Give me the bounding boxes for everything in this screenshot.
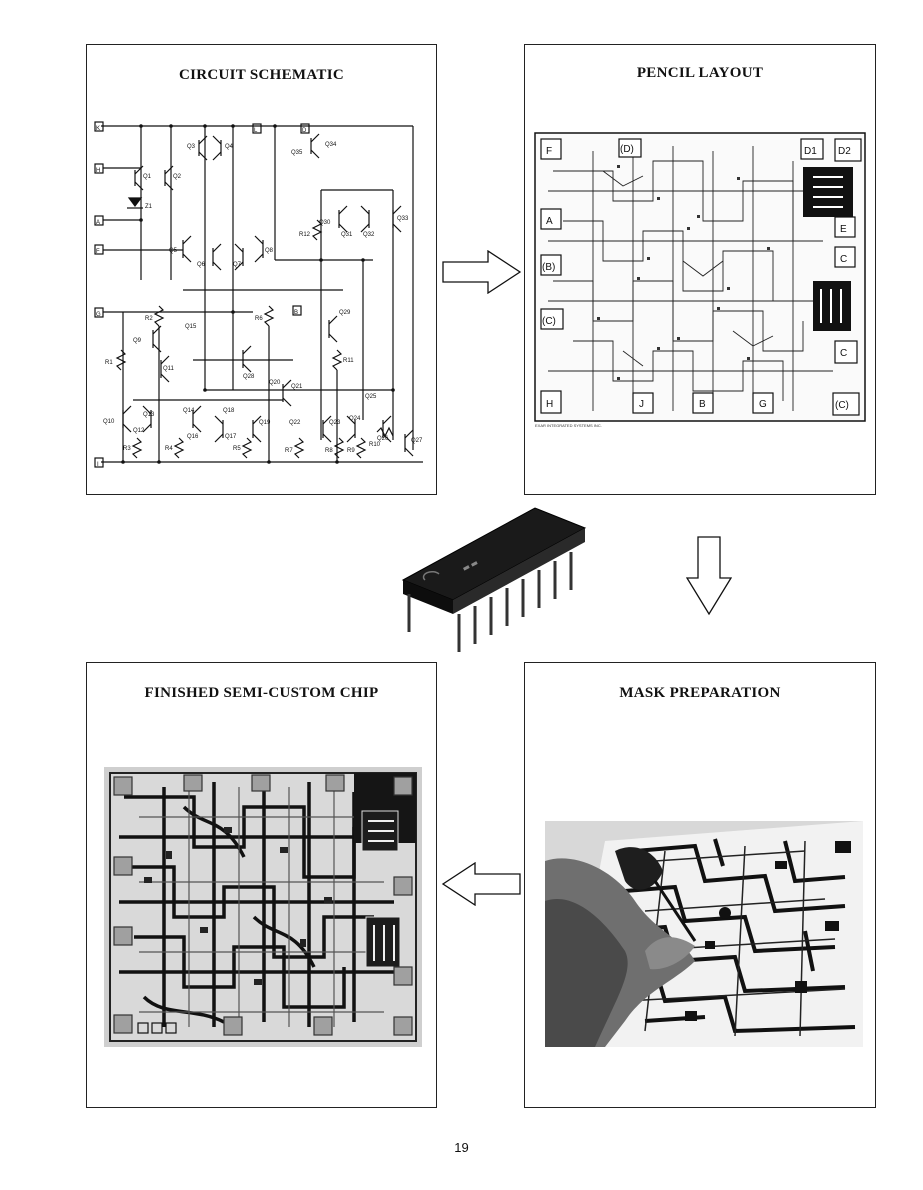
q18-label: Q18: [223, 408, 235, 414]
q25-label: Q25: [365, 394, 377, 400]
pad-d1-label: D1: [804, 146, 817, 157]
q12-label: Q12: [133, 428, 145, 434]
q8-label: Q8: [265, 248, 274, 254]
r3-label: R3: [123, 446, 131, 452]
r9-label: R9: [347, 448, 355, 454]
pad-c-label: C: [840, 254, 847, 265]
pad-f-label: F: [546, 146, 552, 157]
q21-label: Q21: [291, 384, 303, 390]
pad-b-paren-label: (B): [542, 262, 555, 273]
q1-label: Q1: [143, 174, 152, 180]
mask-preparation-panel: MASK PREPARATION: [524, 662, 876, 1108]
finished-chip-panel: FINISHED SEMI-CUSTOM CHIP: [86, 662, 437, 1108]
arrow-left-icon: [441, 862, 521, 906]
pad-c-corner-label: (C): [835, 400, 849, 411]
q17-label: Q17: [225, 434, 237, 440]
q5-label: Q5: [169, 248, 178, 254]
q22-label: Q22: [289, 420, 301, 426]
pad-h-label: H: [546, 399, 553, 410]
pin-label-a: A: [96, 220, 100, 226]
r7-label: R7: [285, 448, 293, 454]
q34-label: Q34: [325, 142, 337, 148]
r11-label: R11: [343, 358, 354, 364]
q32-label: Q32: [363, 232, 375, 238]
q6-label: Q6: [197, 262, 206, 268]
pad-d-paren-label: (D): [620, 144, 634, 155]
q24-label: Q24: [349, 416, 361, 422]
q19-label: Q19: [259, 420, 271, 426]
q23-label: Q23: [329, 420, 341, 426]
q30-label: Q30: [319, 220, 331, 226]
mask-preparation-title: MASK PREPARATION: [619, 685, 781, 701]
q29-label: Q29: [339, 310, 351, 316]
r4-label: R4: [165, 446, 173, 452]
q11-label: Q11: [163, 366, 175, 372]
q14-label: Q14: [183, 408, 195, 414]
circuit-schematic-panel: CIRCUIT SCHEMATIC: [86, 44, 437, 495]
finished-chip-title: FINISHED SEMI-CUSTOM CHIP: [144, 685, 379, 701]
pencil-layout-drawing: F (D) D1 D2 A E (B) C (C) C H J B G (C): [534, 132, 866, 422]
r1-label: R1: [105, 360, 113, 366]
q13-label: Q13: [143, 412, 155, 418]
pin-label-h: H: [96, 168, 100, 174]
pin-label-b: B: [294, 310, 298, 316]
q20-label: Q20: [269, 380, 281, 386]
q27-label: Q27: [411, 438, 423, 444]
r10-label: R10: [369, 442, 381, 448]
q4-label: Q4: [225, 144, 234, 150]
pencil-layout-title: PENCIL LAYOUT: [636, 65, 764, 81]
mask-preparation-photo: [545, 821, 863, 1047]
pencil-layout-panel: PENCIL LAYOUT: [524, 44, 876, 495]
q16-label: Q16: [187, 434, 199, 440]
page-number: 19: [454, 1140, 469, 1155]
pin-label-d: D: [302, 128, 307, 134]
pin-label-i: I: [97, 462, 99, 468]
pin-label-f: F: [96, 249, 100, 255]
q9-label: Q9: [133, 338, 142, 344]
pad-c-paren-label: (C): [542, 316, 556, 327]
pin-label-k: K: [96, 126, 100, 132]
pin-label-g: G: [96, 312, 101, 318]
arrow-right-icon: [442, 250, 522, 294]
circuit-schematic-title: CIRCUIT SCHEMATIC: [179, 67, 344, 83]
q15-label: Q15: [185, 324, 197, 330]
pad-j-label: J: [639, 399, 644, 410]
pad-g-label: G: [759, 399, 767, 410]
q2-label: Q2: [173, 174, 182, 180]
r2-label: R2: [145, 316, 153, 322]
q31-label: Q31: [341, 232, 353, 238]
pin-label-l: L: [254, 128, 258, 134]
q3-label: Q3: [187, 144, 196, 150]
layout-footer-text: EXAR INTEGRATED SYSTEMS INC.: [535, 423, 602, 428]
q28-label: Q28: [243, 374, 255, 380]
circuit-schematic-drawing: K H A F G I L D B Q1 Q2 Q3 Q4 Q5 Q6 Q7 Q…: [94, 121, 423, 468]
r8-label: R8: [325, 448, 333, 454]
pad-e-label: E: [840, 224, 847, 235]
pad-c-lower-label: C: [840, 348, 847, 359]
arrow-down-icon: [686, 536, 732, 616]
q35-label: Q35: [291, 150, 303, 156]
z1-label: Z1: [145, 204, 153, 210]
finished-chip-photo: [104, 767, 422, 1047]
pad-b-label: B: [699, 399, 706, 410]
r12-label: R12: [299, 232, 311, 238]
q26-label: Q26: [377, 436, 389, 442]
pad-d2-label: D2: [838, 146, 851, 157]
dip-chip-illustration: [401, 507, 587, 652]
r6-label: R6: [255, 316, 263, 322]
r5-label: R5: [233, 446, 241, 452]
pad-a-label: A: [546, 216, 553, 227]
q10-label: Q10: [103, 419, 115, 425]
q7-label: Q7: [233, 262, 242, 268]
q33-label: Q33: [397, 216, 409, 222]
